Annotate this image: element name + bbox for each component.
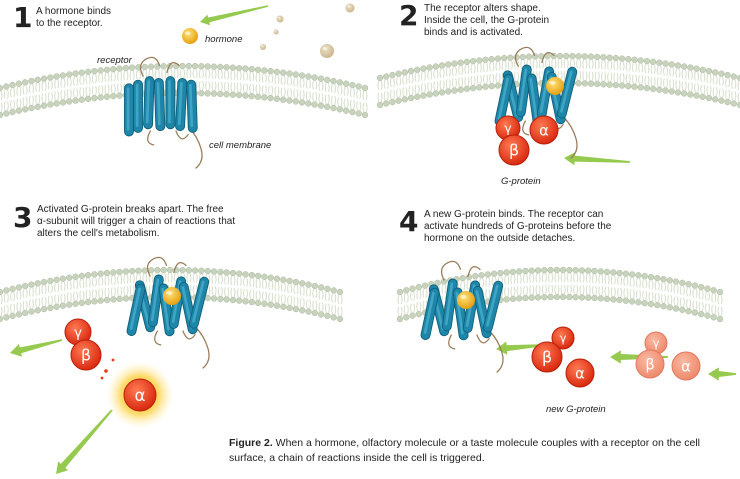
- receptor-panel-1: [124, 56, 203, 169]
- label-new-g-protein: new G-protein: [546, 404, 606, 415]
- subunit-symbol: γ: [560, 331, 567, 345]
- step-4-line-1: A new G-protein binds. The receptor can: [424, 209, 604, 220]
- membranes: [0, 52, 740, 323]
- subunit-alpha-pale: α: [671, 351, 701, 381]
- subunit-symbol: α: [681, 358, 691, 375]
- subunit-gamma-panel-4: γ: [551, 326, 575, 350]
- receptor-panel-2: [494, 46, 578, 159]
- arrow-new-gprotein-1: [496, 341, 547, 355]
- step-4-line-3: hormone on the outside detaches.: [424, 233, 576, 244]
- subunit-alpha-panel-3: α: [123, 378, 157, 412]
- subunit-beta-panel-4: β: [531, 341, 563, 373]
- arrow-new-gprotein-3: [708, 367, 736, 381]
- step-1-text: A hormone binds to the receptor.: [36, 6, 111, 30]
- molecule-dot: [320, 44, 334, 58]
- hormone-bound: [546, 77, 564, 95]
- subunit-beta-panel-2: β: [498, 134, 530, 166]
- step-3-number: 3: [13, 201, 33, 234]
- receptor-panel-3: [126, 256, 210, 369]
- subunit-symbol: β: [645, 356, 654, 373]
- step-2-line-1: The receptor alters shape.: [424, 3, 541, 14]
- step-2-line-3: binds and is activated.: [424, 27, 523, 38]
- subunit-alpha-panel-2: α: [529, 115, 559, 145]
- spark-dot: [111, 358, 115, 362]
- spark-dot: [104, 369, 108, 373]
- molecule-dot: [345, 3, 355, 13]
- receptor-panel-4: [420, 260, 504, 373]
- subunit-symbol: α: [134, 385, 145, 405]
- step-4-line-2: activate hundreds of G-proteins before t…: [424, 221, 612, 232]
- step-3-line-1: Activated G-protein breaks apart. The fr…: [37, 204, 224, 215]
- molecule-dot: [260, 44, 266, 50]
- caption-text: When a hormone, olfactory molecule or a …: [229, 437, 700, 464]
- label-hormone: hormone: [205, 34, 243, 45]
- step-1-number: 1: [13, 1, 33, 34]
- subunit-symbol: γ: [653, 336, 660, 350]
- arrow-hormone-approach: [200, 5, 269, 26]
- arrow-beta-gamma-away: [10, 339, 63, 357]
- step-1-line-2: to the receptor.: [36, 18, 103, 29]
- molecule-dot: [276, 15, 284, 23]
- figure-caption: Figure 2. When a hormone, olfactory mole…: [229, 436, 734, 466]
- step-4-text: A new G-protein binds. The receptor can …: [424, 209, 611, 245]
- subunit-symbol: α: [575, 365, 585, 382]
- label-cell-membrane: cell membrane: [209, 140, 271, 151]
- subunit-symbol: β: [81, 346, 91, 365]
- subunit-symbol: α: [539, 122, 549, 139]
- subunit-symbol: γ: [74, 325, 82, 341]
- step-1-line-1: A hormone binds: [36, 6, 112, 17]
- hormone-bound: [457, 291, 475, 309]
- step-3-line-3: alters the cell's metabolism.: [37, 228, 160, 239]
- subunit-beta-pale: β: [635, 349, 665, 379]
- label-receptor: receptor: [97, 55, 133, 66]
- label-g-protein: G-protein: [501, 176, 541, 187]
- hormone-molecule: [182, 28, 198, 44]
- step-2-number: 2: [399, 0, 419, 32]
- step-3-line-2: α-subunit will trigger a chain of reacti…: [37, 216, 236, 227]
- step-2-line-2: Inside the cell, the G-protein: [424, 15, 550, 26]
- hormone-bound: [163, 287, 181, 305]
- step-4-number: 4: [399, 205, 419, 238]
- arrow-alpha-signal: [56, 409, 113, 474]
- subunit-alpha-panel-4: α: [565, 358, 595, 388]
- arrow-gprotein-arrive: [564, 152, 631, 166]
- subunit-beta-panel-3: β: [70, 339, 102, 371]
- molecule-dot: [273, 29, 279, 35]
- spark-dot: [100, 376, 104, 380]
- caption-label: Figure 2.: [229, 437, 273, 449]
- membrane-panel-2: [376, 52, 740, 109]
- step-3-text: Activated G-protein breaks apart. The fr…: [37, 204, 235, 240]
- step-2-text: The receptor alters shape. Inside the ce…: [424, 3, 549, 39]
- subunit-symbol: β: [509, 141, 519, 160]
- subunit-symbol: γ: [504, 121, 512, 136]
- subunit-symbol: β: [542, 348, 552, 367]
